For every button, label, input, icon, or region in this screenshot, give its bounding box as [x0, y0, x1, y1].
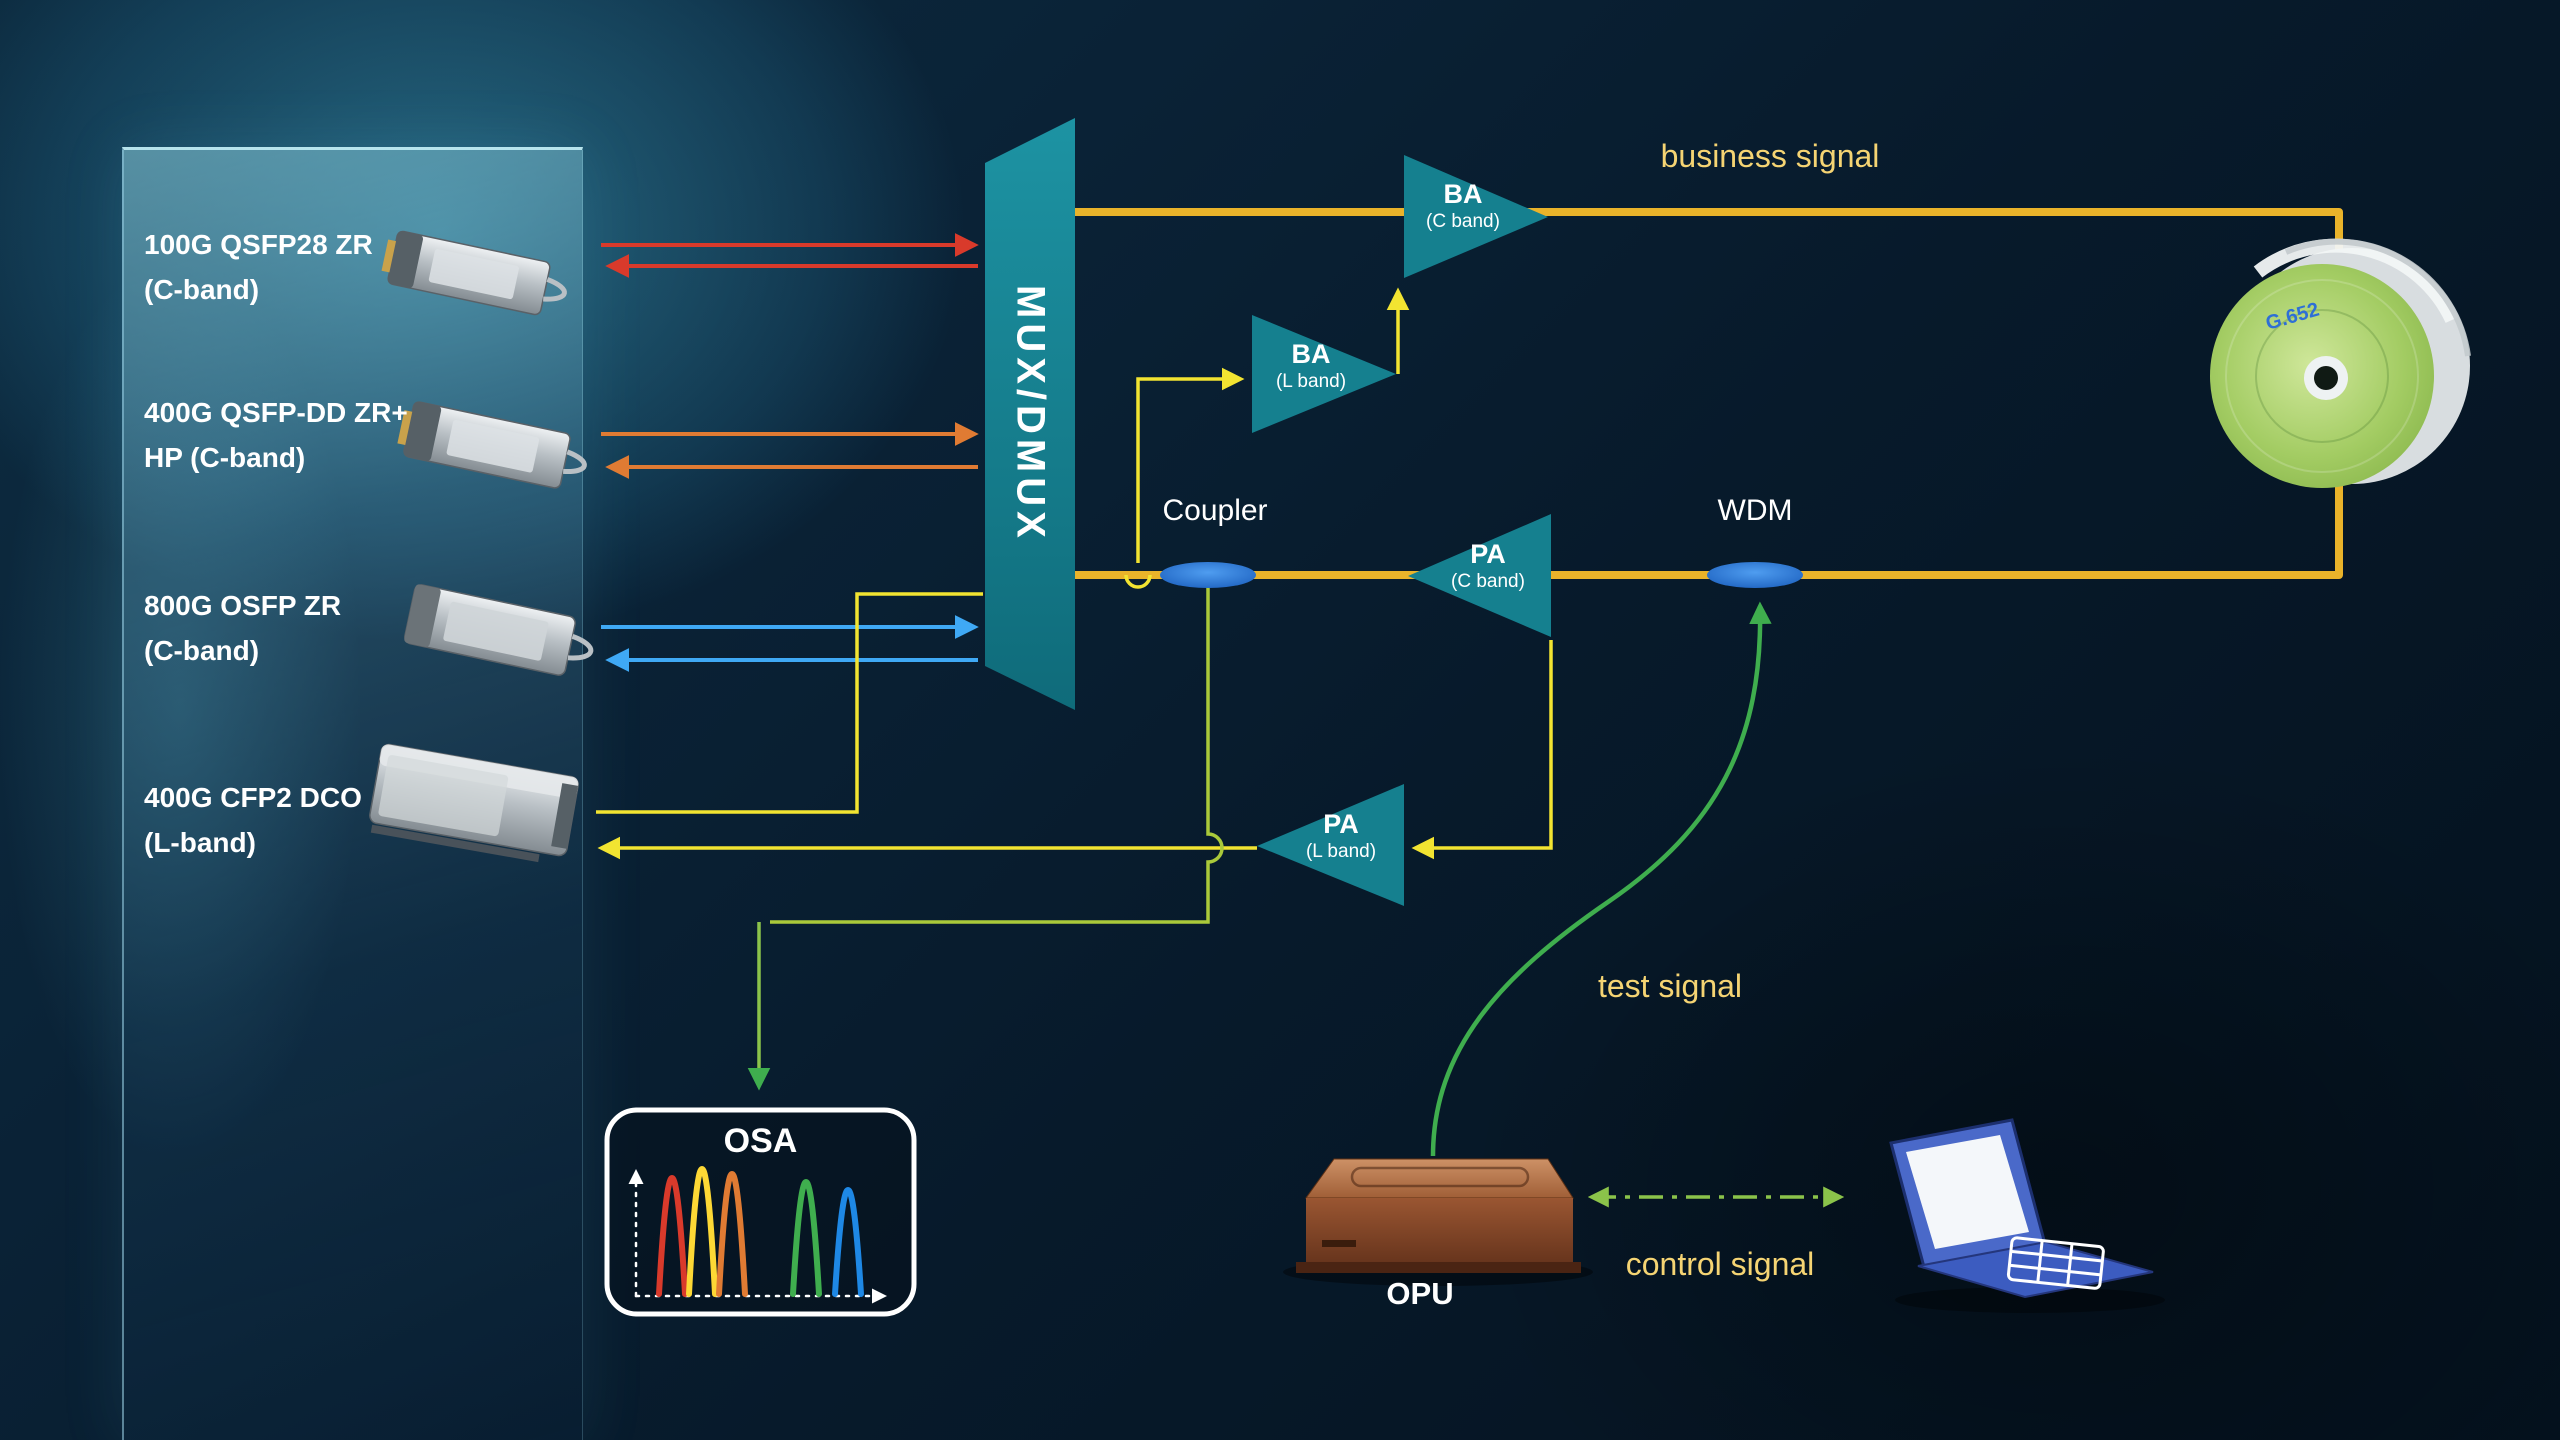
ba-l-input-line2	[1136, 367, 1245, 563]
ba-l-label: BA (L band)	[1252, 338, 1370, 394]
test-signal-label: test signal	[1597, 968, 1743, 1004]
wdm-label: WDM	[1717, 494, 1793, 527]
mux-label: MUX/DMUX	[1008, 285, 1053, 543]
osa-peak-yellow	[686, 1166, 718, 1297]
pa-c-label: PA (C band)	[1428, 538, 1548, 594]
module-photo-osfp	[404, 584, 594, 676]
control-signal-label: control signal	[1625, 1246, 1815, 1282]
module3-label: 800G OSFP ZR (C-band)	[144, 583, 424, 673]
opu-device	[1283, 1158, 1593, 1286]
pa-l-input-line	[1411, 640, 1553, 860]
business-signal-label: business signal	[1660, 138, 1880, 174]
ba-c-band: (C band)	[1426, 211, 1500, 232]
cfp2-tx-line	[596, 592, 983, 814]
pa-l-name: PA	[1323, 809, 1359, 839]
module4-label-line2: (L-band)	[144, 827, 256, 858]
module3-label-line1: 800G OSFP ZR	[144, 590, 342, 621]
osa-peak-red	[656, 1175, 688, 1297]
module3-label-line2: (C-band)	[144, 635, 260, 666]
ba-l-triangle	[1252, 315, 1396, 433]
osa-peak-orange	[716, 1171, 748, 1297]
pa-c-name: PA	[1470, 539, 1506, 569]
coupler-label: Coupler	[1162, 494, 1268, 527]
module-photo-cfp2	[369, 743, 579, 863]
module4-label-line1: 400G CFP2 DCO	[144, 782, 362, 813]
osa-box	[604, 1107, 917, 1317]
module1-label-line2: (C-band)	[144, 274, 260, 305]
laptop-display	[1906, 1135, 2029, 1249]
ba-c-name: BA	[1443, 179, 1483, 209]
module1-label-line1: 100G QSFP28 ZR	[144, 229, 373, 260]
wdm-ellipse	[1707, 562, 1803, 588]
module-arrows	[601, 233, 979, 672]
ba-l-band: (L band)	[1275, 371, 1347, 392]
module2-label: 400G QSFP-DD ZR+ HP (C-band)	[144, 390, 424, 480]
mux-shape	[985, 118, 1075, 710]
module4-label: 400G CFP2 DCO (L-band)	[144, 775, 424, 865]
pa-l-band: (L band)	[1305, 841, 1377, 862]
module2-label-line2: HP (C-band)	[144, 442, 306, 473]
lband-paths	[596, 287, 1553, 860]
laptop-keyboard	[2006, 1236, 2105, 1290]
osa-feed-line	[747, 582, 1224, 1091]
ba-c-label: BA (C band)	[1404, 178, 1522, 234]
pa-c-band: (C band)	[1451, 571, 1525, 592]
pa-c-triangle	[1408, 514, 1551, 637]
pa-l-triangle	[1257, 784, 1404, 906]
osa-label: OSA	[723, 1122, 798, 1160]
module2-label-line1: 400G QSFP-DD ZR+	[144, 397, 408, 428]
ba-l-name: BA	[1291, 339, 1331, 369]
pa-l-label: PA (L band)	[1282, 808, 1400, 864]
osa-spectrum	[628, 1166, 887, 1304]
opu-label: OPU	[1386, 1276, 1454, 1311]
module1-label: 100G QSFP28 ZR (C-band)	[144, 222, 424, 312]
test-signal-curve	[1430, 601, 1772, 1157]
osa-peak-blue	[832, 1187, 864, 1297]
laptop	[1889, 1118, 2165, 1313]
module-photo-qsfp28	[381, 230, 567, 316]
osa-peak-green	[790, 1179, 822, 1297]
ba-l-input-line	[1124, 574, 1152, 589]
fiber-spool: G.652	[2210, 238, 2471, 488]
ba-c-triangle	[1404, 155, 1548, 278]
module-photo-qsfpdd	[397, 401, 587, 489]
coupler-ellipse	[1160, 562, 1256, 588]
